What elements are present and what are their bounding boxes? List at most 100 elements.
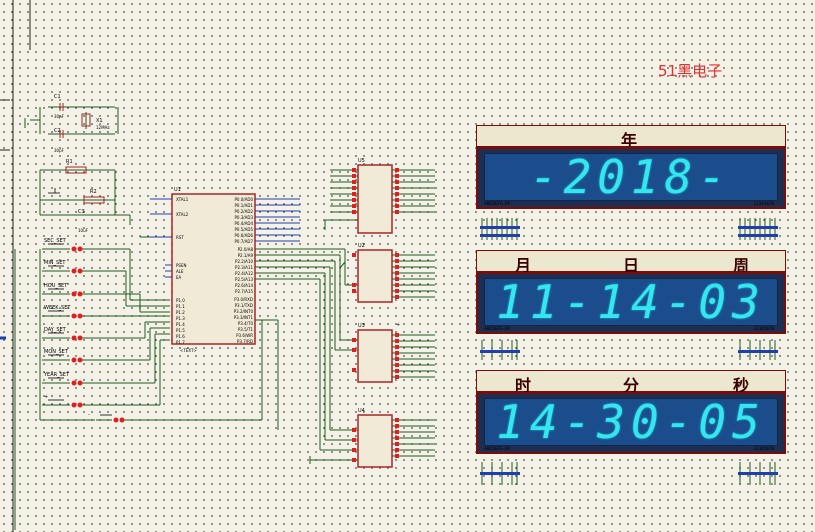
u1-pin-ale: ALE <box>176 269 184 274</box>
year-display: 年 -2018- ABCDEFG DP 12345678 <box>476 125 786 209</box>
u3-plus-label: + <box>396 322 400 328</box>
u1-pin-p23: P2.3/A11 <box>235 265 253 270</box>
u1-pin-p32: P3.2/INT0 <box>234 309 254 314</box>
u1-pin-p10: P1.0 <box>176 298 185 303</box>
u1-pin-p03: P0.3/AD3 <box>235 215 254 220</box>
u1-pin-p25: P2.5/A13 <box>235 277 253 282</box>
u1-pin-p17: P1.7 <box>176 340 185 345</box>
u1-pin-ea: EA <box>176 275 182 280</box>
date-display-screen: 11-14-03 <box>484 275 778 329</box>
time-display-panel: 14-30-05 ABCDEFG DP 12345678 <box>476 392 786 454</box>
week-header-label: 周 <box>733 256 750 275</box>
label-c1-value: 30pF <box>54 114 65 119</box>
u1-pin-p31: P3.1/TXD <box>235 303 253 308</box>
u3-chip[interactable]: U3 + <box>352 322 435 383</box>
u1-pin-p14: P1.4 <box>176 322 185 327</box>
u2-chip[interactable]: U2 <box>352 243 435 303</box>
plus-button[interactable]: + <box>42 394 83 408</box>
u1-pin-p33: P3.3/INT1 <box>234 315 254 320</box>
u4-chip[interactable]: U4 <box>352 408 435 468</box>
label-x1: X1 <box>96 118 103 124</box>
date-display-header: 月 日 周 <box>476 250 786 275</box>
day-header-label: 日 <box>623 256 640 275</box>
year-set-button[interactable]: YEAR_SET <box>42 372 83 386</box>
time-display-digit-pins: 12345678 <box>753 446 774 451</box>
minute-header-label: 分 <box>623 376 640 395</box>
time-display-value: 14-30-05 <box>496 395 766 449</box>
mon-set-button[interactable]: MON_SET <box>42 349 83 363</box>
hou-set-label: HOU_SET <box>44 283 68 289</box>
u1-pin-p05: P0.5/AD5 <box>235 227 254 232</box>
date-display-segment-pins: ABCDEFG DP <box>484 326 510 331</box>
label-c2-value: 30pF <box>54 148 65 153</box>
bus-wires <box>255 219 358 464</box>
date-display: 月 日 周 11-14-03 ABCDEFG DP 12345678 <box>476 250 786 334</box>
second-header-label: 秒 <box>733 376 750 395</box>
label-c3: C3 <box>78 209 85 215</box>
minus-button[interactable]: - <box>88 412 125 423</box>
year-display-digit-pins: 12345678 <box>753 201 774 206</box>
u1-pin-p06: P0.6/AD6 <box>235 233 254 238</box>
hou-set-button[interactable]: HOU_SET <box>42 283 83 297</box>
label-r1: R1 <box>66 159 73 165</box>
reset-circuit <box>39 166 170 238</box>
label-x1-value: 12MHz <box>96 125 110 130</box>
u1-pin-p07: P0.7/AD7 <box>235 239 254 244</box>
u1-pin-p16: P1.6 <box>176 334 185 339</box>
min-set-button[interactable]: MIN_SET <box>42 260 83 274</box>
time-display-segment-pins: ABCDEFG DP <box>484 446 510 451</box>
u1-pin-p13: P1.3 <box>176 316 185 321</box>
day-set-button[interactable]: DAY_SET <box>42 327 83 341</box>
mon-set-label: MON_SET <box>44 349 69 355</box>
year-header-label: 年 <box>621 131 638 150</box>
label-c3-value: 10uF <box>78 228 89 233</box>
u1-pin-p15: P1.5 <box>176 328 185 333</box>
year-display-value: -2018- <box>529 150 733 204</box>
u5-label: U5 <box>358 158 365 164</box>
time-display: 时 分 秒 14-30-05 ABCDEFG DP 12345678 <box>476 370 786 454</box>
u1-pin-rst: RST <box>176 235 184 240</box>
label-c1: C1 <box>54 94 61 100</box>
u1-pin-p30: P3.0/RXD <box>234 297 253 302</box>
day-set-label: DAY_SET <box>44 327 67 333</box>
time-display-header: 时 分 秒 <box>476 370 786 395</box>
u1-pin-p00: P0.0/AD0 <box>235 197 254 202</box>
u1-text-tag: <TEXT> <box>180 348 197 353</box>
u1-microcontroller[interactable]: U1 XTAL1 XTAL2 RST PSEN ALE EA P1.0 P1.1… <box>171 187 256 353</box>
sheet-border <box>0 0 31 532</box>
minus-label: - <box>88 412 90 418</box>
u1-pin-psen: PSEN <box>176 263 186 268</box>
u1-pin-p12: P1.2 <box>176 310 185 315</box>
time-display-screen: 14-30-05 <box>484 395 778 449</box>
sec-set-button[interactable]: SEC_SET <box>42 238 83 252</box>
date-display-value: 11-14-03 <box>496 275 766 329</box>
hour-header-label: 时 <box>515 376 532 395</box>
year-display-segment-pins: ABCDEFG DP <box>484 201 510 206</box>
u1-pin-p36: P3.6/WR <box>236 333 253 338</box>
u1-pin-xtal2: XTAL2 <box>176 212 189 217</box>
u1-pin-p35: P3.5/T1 <box>238 327 254 332</box>
u1-pin-p20: P2.0/A8 <box>238 247 254 252</box>
button-group: SEC_SET MIN_SET HOU_SET WEEK_SET <box>42 238 125 423</box>
u1-pin-p02: P0.2/AD2 <box>235 209 254 214</box>
brand-watermark: 51黑电子 <box>658 62 723 80</box>
year-display-screen: -2018- <box>484 150 778 204</box>
u1-pin-p22: P2.2/A10 <box>235 259 253 264</box>
week-set-button[interactable]: WEEK_SET <box>42 305 83 319</box>
year-display-panel: -2018- ABCDEFG DP 12345678 <box>476 147 786 209</box>
u1-pin-stubs <box>150 198 300 278</box>
date-display-digit-pins: 12345678 <box>753 326 774 331</box>
display-pin-markers <box>480 226 778 475</box>
u1-pin-p37: P3.7/RD <box>237 339 253 344</box>
sec-set-label: SEC_SET <box>44 238 67 244</box>
u5-chip[interactable]: U5 <box>330 158 435 234</box>
u1-pin-p04: P0.4/AD4 <box>235 221 254 226</box>
year-set-label: YEAR_SET <box>43 372 70 378</box>
u1-pin-p21: P2.1/A9 <box>238 253 254 258</box>
plus-label: + <box>44 394 48 400</box>
u1-label: U1 <box>174 187 181 193</box>
week-set-label: WEEK_SET <box>44 305 71 311</box>
u1-pin-p26: P2.6/A14 <box>235 283 253 288</box>
month-header-label: 月 <box>515 256 532 275</box>
u1-pin-p27: P2.7/A15 <box>235 289 253 294</box>
